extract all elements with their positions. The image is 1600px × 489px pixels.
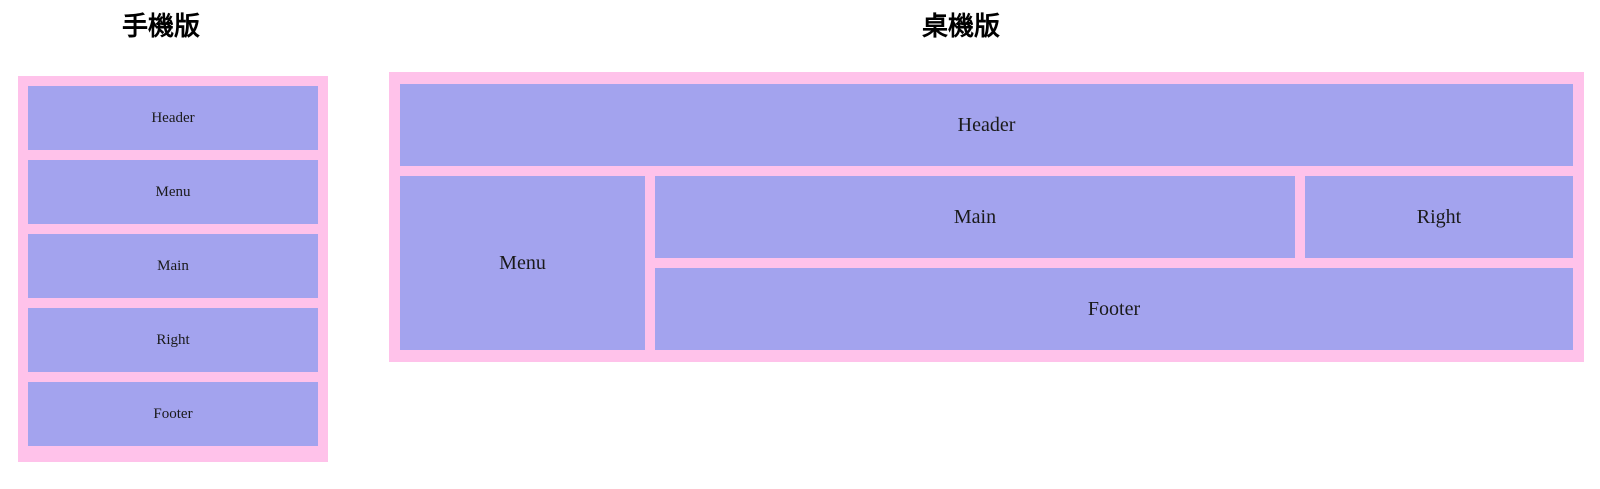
mobile-layout-title: 手機版: [122, 12, 201, 42]
mobile-region-menu: Menu: [28, 160, 318, 224]
mobile-region-main: Main: [28, 234, 318, 298]
desktop-region-menu: Menu: [400, 176, 645, 350]
mobile-region-menu-label: Menu: [155, 183, 191, 200]
mobile-region-footer: Footer: [28, 382, 318, 446]
mobile-region-header: Header: [28, 86, 318, 150]
mobile-region-main-label: Main: [157, 257, 189, 274]
desktop-region-main: Main: [655, 176, 1295, 258]
desktop-region-footer: Footer: [655, 268, 1573, 350]
desktop-region-right: Right: [1305, 176, 1573, 258]
desktop-region-main-label: Main: [953, 205, 997, 228]
desktop-region-header-label: Header: [957, 113, 1016, 136]
desktop-region-menu-label: Menu: [499, 251, 546, 274]
desktop-layout-wireframe: Header Menu Main Right Footer: [389, 72, 1584, 362]
mobile-layout-wireframe: Header Menu Main Right Footer: [18, 76, 328, 462]
mobile-region-right-label: Right: [156, 331, 190, 348]
desktop-layout-title: 桌機版: [922, 12, 1001, 42]
mobile-region-right: Right: [28, 308, 318, 372]
mobile-region-header-label: Header: [151, 109, 195, 126]
desktop-region-header: Header: [400, 84, 1573, 166]
desktop-region-right-label: Right: [1416, 205, 1462, 228]
desktop-region-footer-label: Footer: [1087, 297, 1141, 320]
mobile-region-footer-label: Footer: [153, 405, 193, 422]
